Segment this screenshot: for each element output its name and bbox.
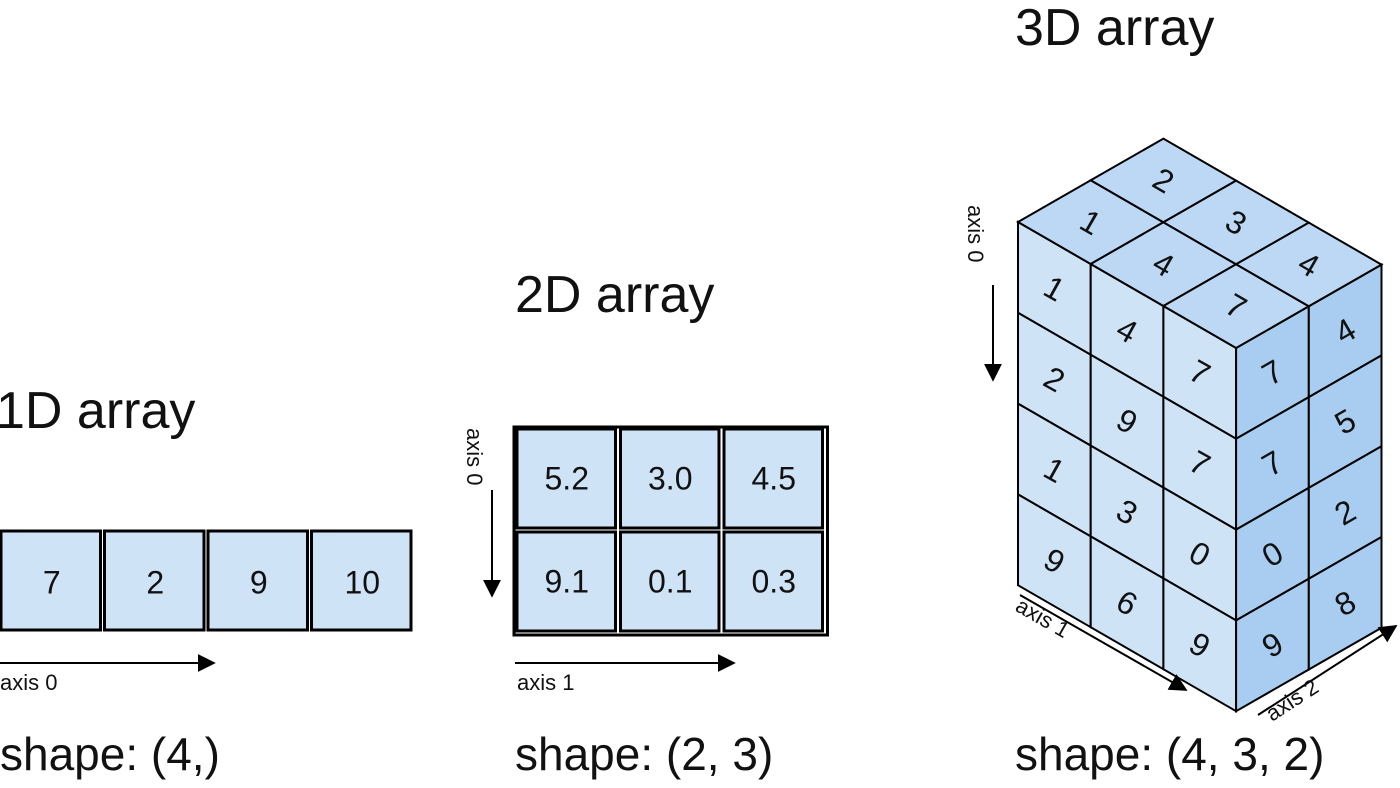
cell-1d — [0, 529, 102, 632]
title-2d: 2D array — [515, 266, 714, 324]
cell-1d — [310, 529, 413, 632]
cell-2d — [722, 530, 824, 633]
cell-value-2d: 9.1 — [545, 564, 589, 600]
axis1-arrow-3d — [1019, 594, 1188, 691]
axis1-label-2d: axis 1 — [517, 670, 574, 695]
cell-value-2d: 0.3 — [752, 564, 796, 600]
shape-3d: shape: (4, 3, 2) — [1015, 728, 1324, 780]
cell-value-1d: 2 — [146, 565, 164, 601]
array-1d: 7 2 9 10 — [0, 529, 413, 632]
array-2d-border — [512, 425, 829, 637]
title-3d: 3D array — [1015, 0, 1214, 57]
shape-1d: shape: (4,) — [0, 728, 220, 780]
cube-top-cell — [1234, 221, 1384, 308]
shape-2d: shape: (2, 3) — [515, 728, 773, 780]
title-1d: 1D array — [0, 382, 195, 440]
axis2-arrow-3d — [1257, 625, 1398, 716]
cell-value-1d: 7 — [43, 565, 61, 601]
axis0-label-3d: axis 0 — [963, 205, 988, 262]
cell-value-2d: 5.2 — [545, 461, 589, 497]
cell-value-2d: 4.5 — [752, 461, 796, 497]
cell-2d — [619, 427, 721, 530]
cell-2d — [619, 530, 721, 633]
axis0-label-1d: axis 0 — [0, 670, 57, 695]
cell-2d — [515, 427, 617, 530]
cell-2d — [722, 427, 824, 530]
cell-value-1d: 9 — [250, 565, 268, 601]
cell-1d — [103, 529, 206, 632]
cell-1d — [206, 529, 309, 632]
cell-value-2d: 0.1 — [648, 564, 692, 600]
cell-value-2d: 3.0 — [648, 461, 692, 497]
axis0-label-2d: axis 0 — [462, 428, 487, 485]
cell-value-1d: 10 — [344, 565, 380, 601]
array-2d: 5.2 3.0 4.5 9.1 0.1 0.3 — [512, 425, 829, 637]
cell-2d — [515, 530, 617, 633]
